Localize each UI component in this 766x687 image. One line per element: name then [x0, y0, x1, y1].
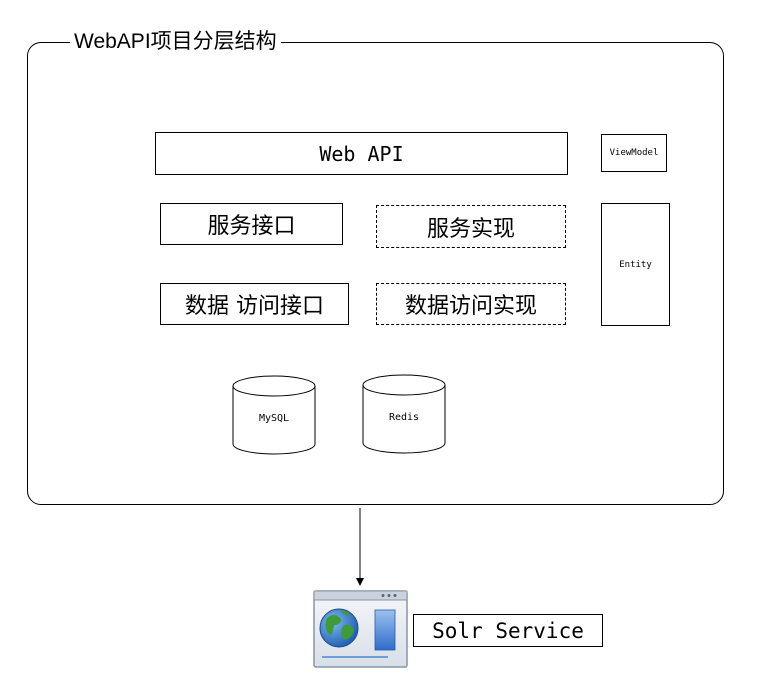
redis-database: Redis: [362, 374, 446, 454]
solr-service-label: Solr Service: [413, 614, 603, 647]
service-impl-box: 服务实现: [376, 205, 566, 248]
frame-title: WebAPI项目分层结构: [70, 30, 281, 54]
viewmodel-box: ViewModel: [601, 134, 667, 172]
mysql-database: MySQL: [232, 375, 316, 455]
webapi-structure-frame: [27, 42, 724, 505]
data-access-impl-box: 数据访问实现: [376, 283, 566, 325]
mysql-label: MySQL: [258, 413, 290, 424]
entity-box: Entity: [601, 203, 670, 326]
database-cylinder-icon: [362, 374, 446, 454]
redis-label: Redis: [388, 412, 420, 423]
service-interface-box: 服务接口: [160, 203, 343, 245]
web-browser-globe-icon: [313, 590, 408, 668]
connector-arrow: [356, 508, 364, 586]
database-cylinder-icon: [232, 375, 316, 455]
data-access-interface-box: 数据 访问接口: [160, 283, 349, 325]
web-api-layer: Web API: [155, 132, 568, 175]
